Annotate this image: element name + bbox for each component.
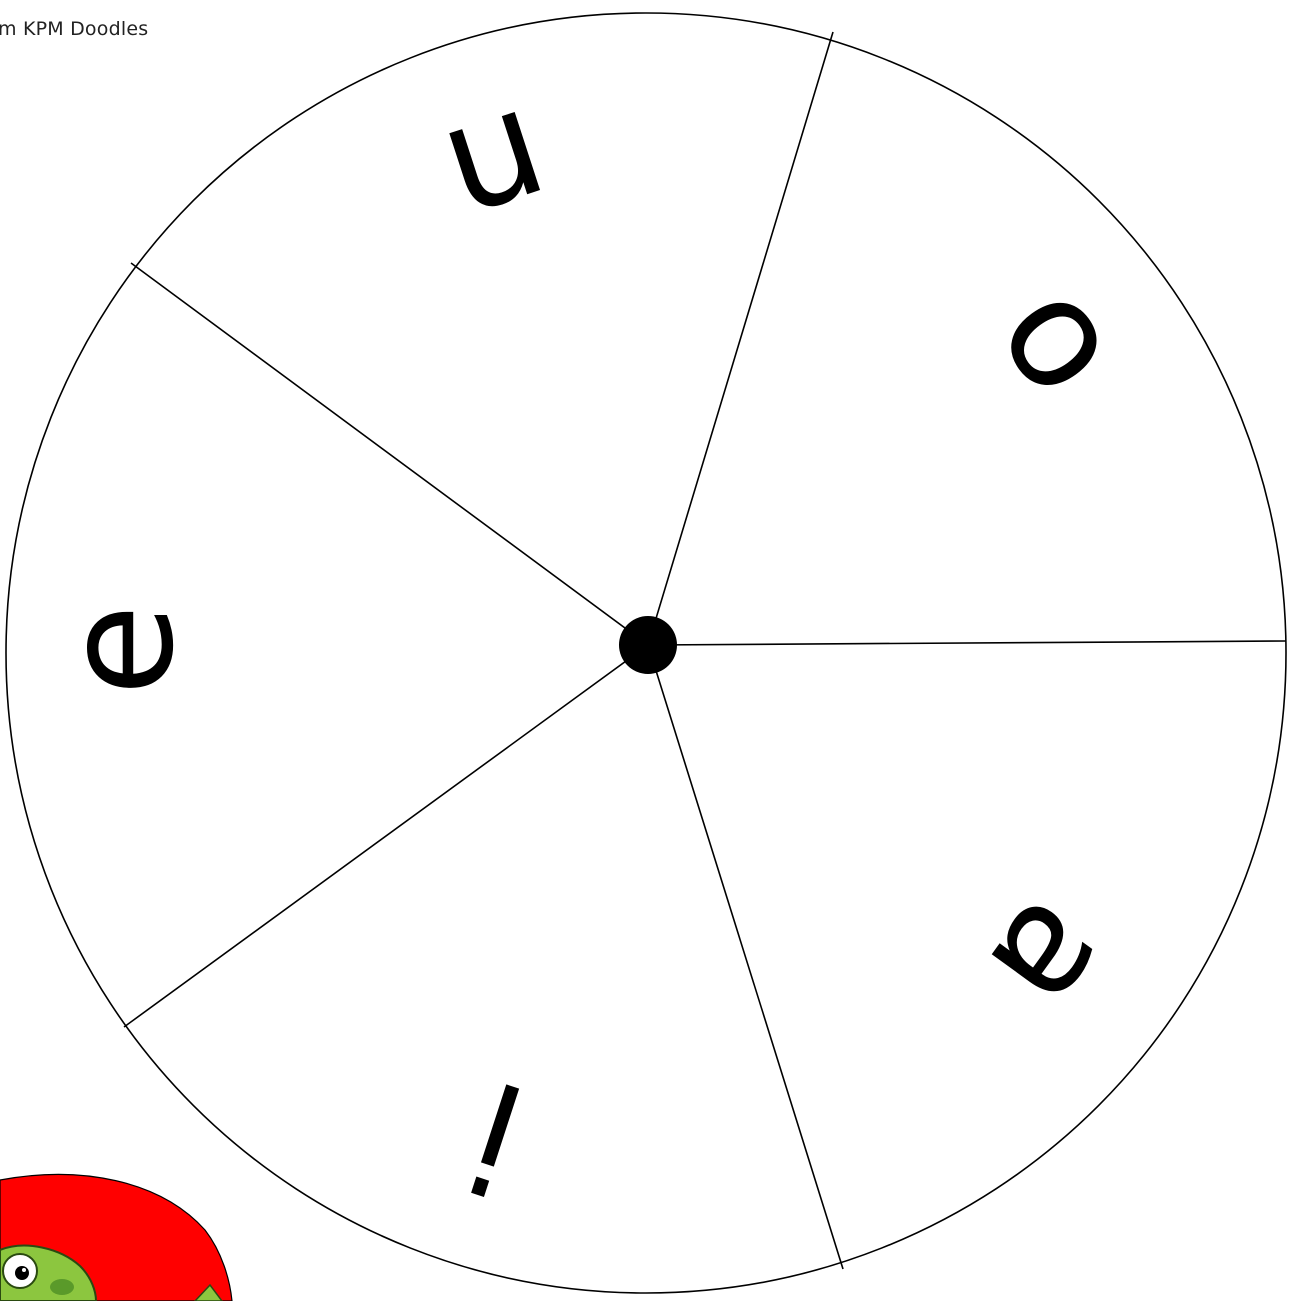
section-letter-i: i: [450, 1046, 543, 1224]
center-hub[interactable]: [619, 616, 677, 674]
divider-line: [124, 645, 648, 1027]
divider-line: [131, 263, 648, 645]
divider-line: [648, 645, 843, 1269]
section-letter-u: u: [420, 55, 564, 250]
section-letter-e: e: [33, 604, 207, 696]
section-letter-a: a: [955, 870, 1150, 1047]
divider-line: [648, 641, 1286, 645]
section-letter-o: o: [965, 250, 1160, 427]
divider-line: [648, 32, 833, 645]
corner-character-badge: [0, 1174, 232, 1301]
